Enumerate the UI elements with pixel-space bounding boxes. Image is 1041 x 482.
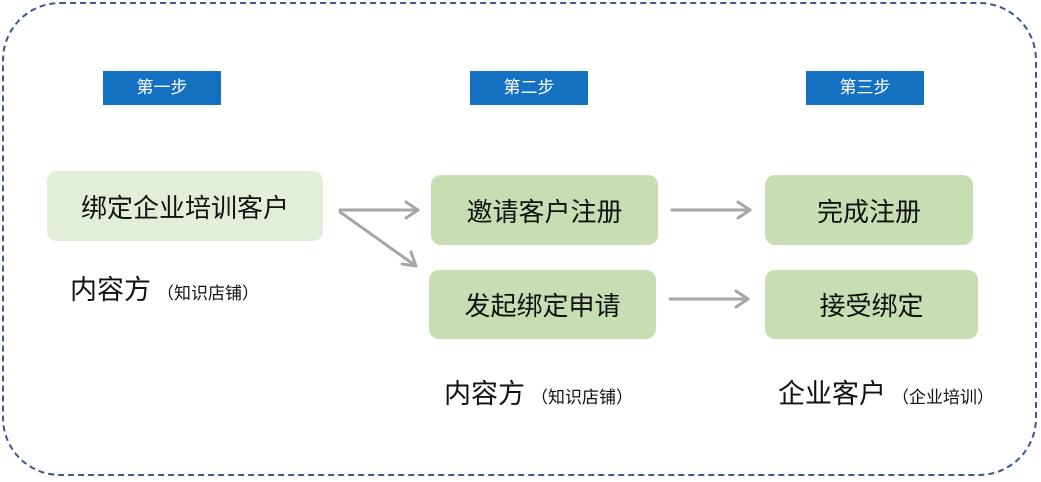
arrow-bind-to-invite xyxy=(338,200,420,220)
party-col3-note: （企业培训） xyxy=(892,388,994,408)
party-col1-note: （知识店铺） xyxy=(157,284,259,304)
step-1-label: 第一步 xyxy=(103,71,221,105)
party-col1-main: 内容方 xyxy=(70,275,151,306)
party-col2-main: 内容方 xyxy=(444,379,525,410)
party-col2-note: （知识店铺） xyxy=(531,388,633,408)
party-col2: 内容方 （知识店铺） xyxy=(444,372,633,411)
arrow-initiate-to-accept xyxy=(668,289,750,309)
step-2-label: 第二步 xyxy=(470,71,588,105)
party-col1: 内容方 （知识店铺） xyxy=(70,268,259,307)
step-3-label: 第三步 xyxy=(806,71,924,105)
accept-binding-box: 接受绑定 xyxy=(765,270,978,339)
bind-customer-box: 绑定企业培训客户 xyxy=(47,171,323,241)
party-col3: 企业客户 （企业培训） xyxy=(778,372,994,411)
arrow-bind-to-initiate xyxy=(338,210,418,268)
complete-register-box: 完成注册 xyxy=(765,175,973,245)
party-col3-main: 企业客户 xyxy=(778,379,886,410)
arrow-invite-to-complete xyxy=(670,200,752,220)
dashed-frame xyxy=(2,2,1037,476)
invite-register-box: 邀请客户注册 xyxy=(431,175,658,245)
initiate-binding-box: 发起绑定申请 xyxy=(429,270,656,339)
